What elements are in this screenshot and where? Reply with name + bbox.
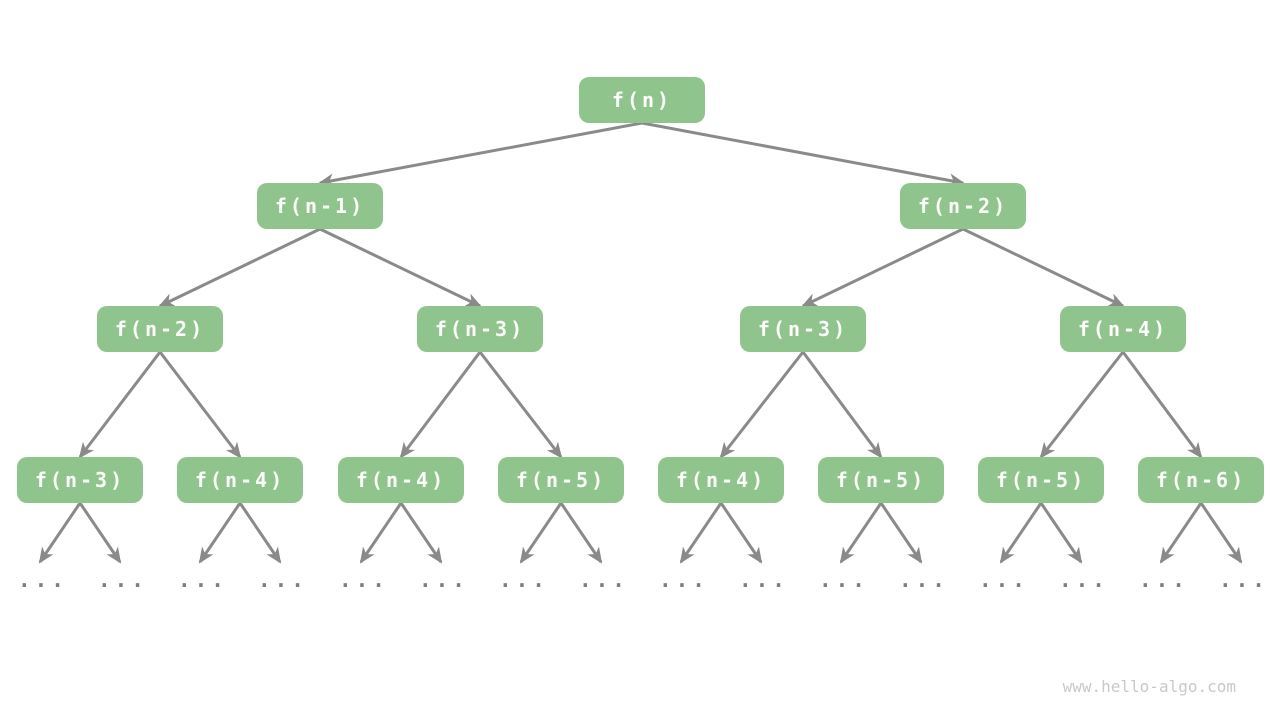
- ellipsis-node: ...: [979, 568, 1029, 592]
- tree-edge: [158, 351, 242, 459]
- tree-edge: [38, 502, 82, 564]
- tree-edge: [478, 351, 563, 459]
- ellipsis-node: ...: [739, 568, 789, 592]
- ellipsis-node: ...: [819, 568, 869, 592]
- ellipsis-node: ...: [258, 568, 308, 592]
- tree-node: f(n-5): [978, 457, 1104, 503]
- tree-node: f(n-2): [900, 183, 1026, 229]
- tree-edge: [1039, 502, 1083, 564]
- ellipsis-node: ...: [419, 568, 469, 592]
- tree-node-root: f(n): [579, 77, 705, 123]
- tree-edge: [879, 502, 923, 564]
- tree-node: f(n-5): [498, 457, 624, 503]
- tree-edge: [641, 121, 965, 188]
- tree-edge: [1039, 351, 1125, 459]
- tree-edge: [719, 351, 805, 459]
- tree-node: f(n-4): [338, 457, 464, 503]
- tree-node: f(n-1): [257, 183, 383, 229]
- watermark: www.hello-algo.com: [1062, 677, 1236, 696]
- ellipsis-node: ...: [1219, 568, 1269, 592]
- tree-edge: [318, 121, 643, 188]
- tree-edge: [999, 502, 1043, 564]
- tree-edge: [238, 502, 282, 564]
- tree-node: f(n-3): [740, 306, 866, 352]
- tree-node: f(n-4): [177, 457, 303, 503]
- tree-node: f(n-6): [1138, 457, 1264, 503]
- tree-edge: [1199, 502, 1243, 564]
- tree-node: f(n-4): [658, 457, 784, 503]
- tree-edge: [198, 502, 242, 564]
- ellipsis-node: ...: [178, 568, 228, 592]
- tree-node: f(n-3): [17, 457, 143, 503]
- tree-edge: [519, 502, 563, 564]
- tree-edge: [158, 227, 321, 308]
- ellipsis-node: ...: [579, 568, 629, 592]
- tree-edge: [319, 227, 482, 308]
- tree-node: f(n-5): [818, 457, 944, 503]
- tree-node: f(n-3): [417, 306, 543, 352]
- ellipsis-node: ...: [499, 568, 549, 592]
- tree-edge: [78, 351, 162, 459]
- tree-node: f(n-2): [97, 306, 223, 352]
- tree-edge: [78, 502, 122, 564]
- ellipsis-node: ...: [1139, 568, 1189, 592]
- tree-edge: [801, 351, 883, 459]
- tree-edge: [962, 227, 1125, 308]
- tree-edge: [1159, 502, 1203, 564]
- ellipsis-node: ...: [98, 568, 148, 592]
- ellipsis-node: ...: [659, 568, 709, 592]
- tree-edge: [399, 351, 482, 459]
- tree-edge: [679, 502, 723, 564]
- ellipsis-node: ...: [18, 568, 68, 592]
- tree-edge: [801, 227, 964, 308]
- ellipsis-node: ...: [899, 568, 949, 592]
- tree-edge: [719, 502, 763, 564]
- ellipsis-node: ...: [339, 568, 389, 592]
- tree-edge: [359, 502, 403, 564]
- tree-edge: [1121, 351, 1203, 459]
- tree-edge: [399, 502, 443, 564]
- ellipsis-node: ...: [1059, 568, 1109, 592]
- tree-edge: [559, 502, 603, 564]
- tree-node: f(n-4): [1060, 306, 1186, 352]
- tree-edge: [839, 502, 883, 564]
